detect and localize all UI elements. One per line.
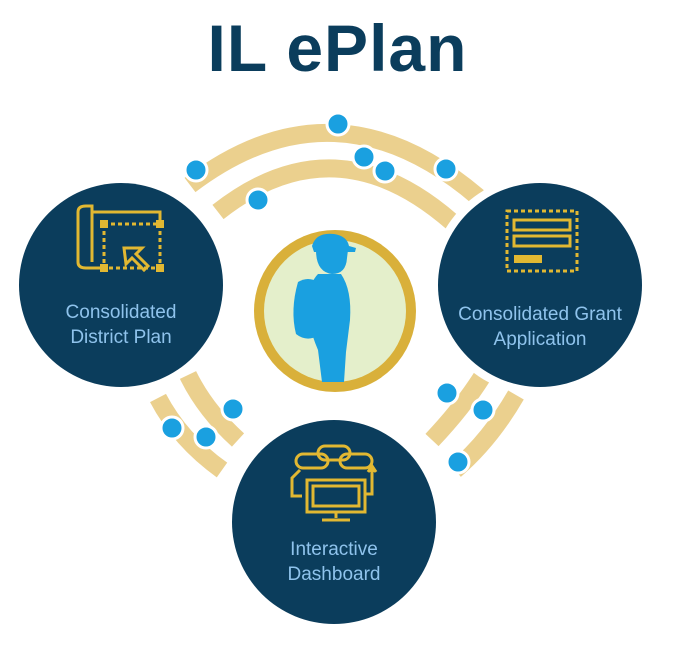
node-circle [232,420,436,624]
left-arc-inner [179,370,245,447]
top-arc-inner [212,159,458,229]
node-label-dashboard: Interactive Dashboard [244,537,424,587]
connector-dots [159,111,496,475]
connector-dot [183,157,209,183]
center-student [247,223,423,399]
linked-monitor-icon [290,444,378,522]
connector-dot [159,415,185,441]
node-label-district-plan: Consolidated District Plan [31,300,211,350]
node-district-plan[interactable] [11,175,231,395]
connector-dot [325,111,351,137]
node-circle [19,183,223,387]
label-line: Consolidated [65,302,177,323]
label-line: District Plan [70,327,172,348]
connector-dot [434,380,460,406]
page-title: IL ePlan [207,11,468,85]
connector-dot [470,397,496,423]
node-circle [438,183,642,387]
student-backpack-silhouette-icon [293,233,356,382]
label-line: Interactive [290,539,378,560]
connector-dot [245,187,271,213]
form-document-icon [505,209,579,273]
left-arc-outer [150,393,228,478]
connector-dot [351,144,377,170]
label-line: Consolidated Grant [458,304,622,325]
blueprint-edit-icon [76,204,164,273]
connector-dot [372,158,398,184]
node-grant-application[interactable] [430,175,650,395]
label-line: Dashboard [287,564,381,585]
connector-dot [193,424,219,450]
node-label-grant-application: Consolidated Grant Application [440,302,640,352]
label-line: Application [493,329,587,350]
connector-dot [445,449,471,475]
node-dashboard[interactable] [224,412,444,632]
connector-dot [433,156,459,182]
connector-dot [220,396,246,422]
right-arc-inner [425,367,493,447]
